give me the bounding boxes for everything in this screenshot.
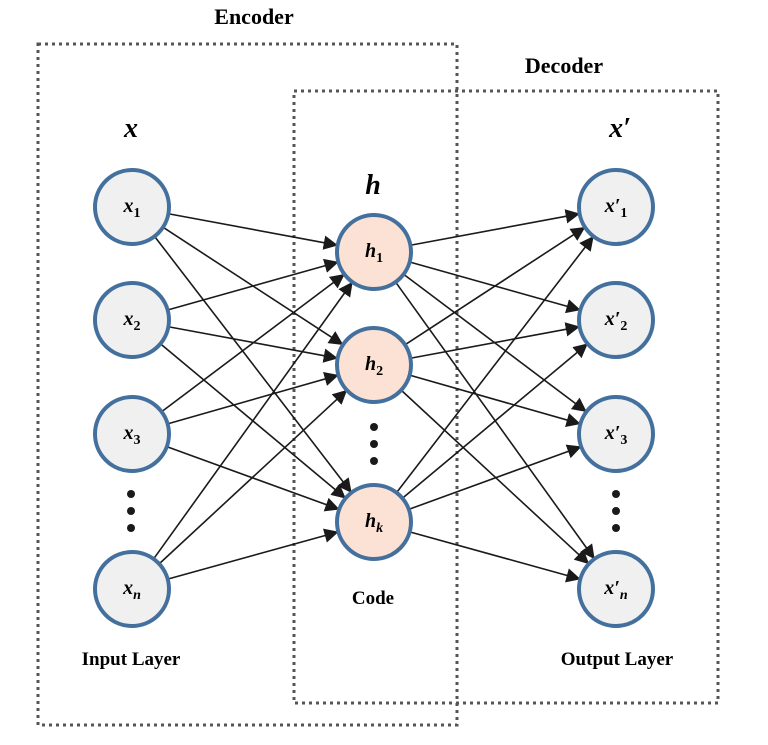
code-ellipsis xyxy=(370,423,378,465)
input-layer-var: x xyxy=(123,113,138,144)
output-node-4-label: x′n xyxy=(603,577,628,603)
output-node-1-label: x′1 xyxy=(604,195,628,221)
edge-code-3-to-output-3 xyxy=(408,444,582,511)
encoder-label: Encoder xyxy=(214,4,294,29)
output-node-1: x′1 xyxy=(577,168,655,246)
code-node-2-label: h2 xyxy=(365,353,383,379)
edge-code-3-to-output-2 xyxy=(401,343,588,499)
input-node-4-label: xn xyxy=(122,577,141,603)
encoder-box xyxy=(36,42,459,727)
edge-input-4-to-code-1 xyxy=(152,281,353,560)
code-layer-var: h xyxy=(365,170,381,201)
output-node-3-circle xyxy=(577,395,655,473)
input-node-1-circle xyxy=(93,168,171,246)
output-node-2: x′2 xyxy=(577,281,655,359)
input-node-3-label: x3 xyxy=(123,422,141,448)
decoder-box xyxy=(292,89,720,705)
decoder-label: Decoder xyxy=(525,53,603,78)
edge-code-1-to-output-4 xyxy=(394,281,595,560)
edge-code-3-to-output-1 xyxy=(395,235,594,494)
edge-input-4-to-code-2 xyxy=(158,389,348,565)
code-node-1-circle xyxy=(335,213,413,291)
edge-code-2-to-output-3 xyxy=(409,374,581,427)
code-node-2: h2 xyxy=(335,326,413,404)
output-node-4: x′n xyxy=(577,550,655,628)
code-node-2-circle xyxy=(335,326,413,404)
output-node-3: x′3 xyxy=(577,395,655,473)
output-ellipsis xyxy=(612,490,620,532)
code-caption: Code xyxy=(352,588,394,609)
input-node-2: x2 xyxy=(93,281,171,359)
output-node-1-circle xyxy=(577,168,655,246)
edge-input-1-to-code-1 xyxy=(168,212,339,250)
output-layer-var: x′ xyxy=(608,113,631,144)
input-node-2-circle xyxy=(93,281,171,359)
nodes: x1 x2 x3 xn h1 h2 hk x′1 x′2 x′3 x′n xyxy=(93,168,655,628)
edge-input-3-to-code-1 xyxy=(161,273,345,413)
output-node-4-circle xyxy=(577,550,655,628)
edge-code-2-to-output-2 xyxy=(410,322,581,360)
output-node-2-label: x′2 xyxy=(604,308,628,334)
code-node-1: h1 xyxy=(335,213,413,291)
code-node-3-circle xyxy=(335,483,413,561)
edge-input-3-to-code-2 xyxy=(167,372,339,425)
edge-code-1-to-output-1 xyxy=(410,209,581,247)
input-node-3-circle xyxy=(93,395,171,473)
input-node-2-label: x2 xyxy=(123,308,141,334)
code-node-3: hk xyxy=(335,483,413,561)
code-node-1-label: h1 xyxy=(365,240,383,266)
code-node-3-label: hk xyxy=(365,510,383,536)
output-node-3-label: x′3 xyxy=(604,422,628,448)
edge-input-1-to-code-3 xyxy=(153,235,352,494)
input-node-1-label: x1 xyxy=(123,195,141,221)
edges xyxy=(152,209,595,583)
edge-input-4-to-code-3 xyxy=(167,528,339,580)
input-node-4: xn xyxy=(93,550,171,628)
input-layer-caption: Input Layer xyxy=(82,649,181,670)
output-node-2-circle xyxy=(577,281,655,359)
edge-code-2-to-output-1 xyxy=(404,226,586,346)
input-node-3: x3 xyxy=(93,395,171,473)
input-node-1: x1 xyxy=(93,168,171,246)
output-layer-caption: Output Layer xyxy=(561,649,674,670)
edge-code-3-to-output-4 xyxy=(409,531,581,583)
edge-code-2-to-output-4 xyxy=(400,389,590,565)
edge-input-2-to-code-1 xyxy=(167,258,339,311)
input-ellipsis xyxy=(127,490,135,532)
input-node-4-circle xyxy=(93,550,171,628)
